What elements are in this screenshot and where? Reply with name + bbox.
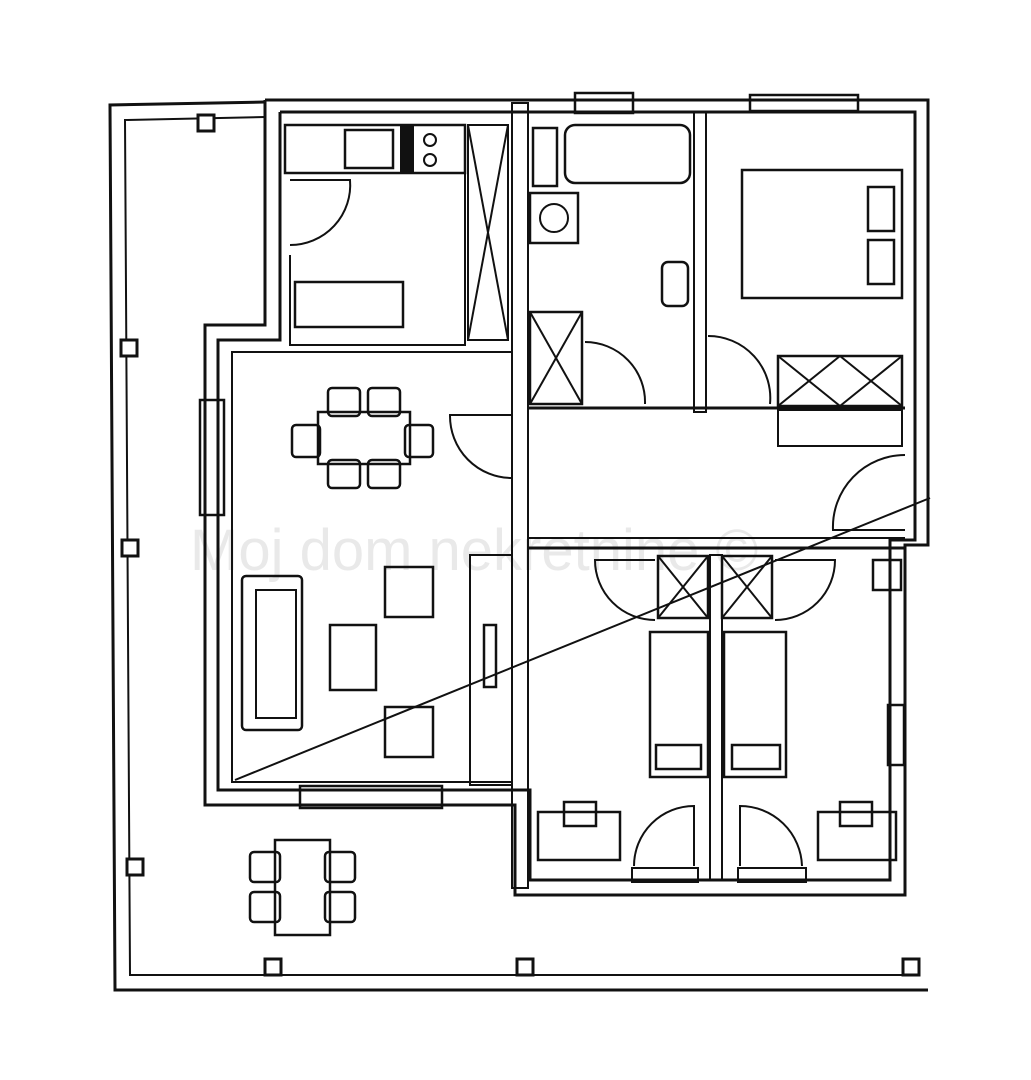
plan-line: [203, 98, 930, 897]
chair: [366, 386, 402, 418]
column: [263, 957, 283, 977]
double-bed: [740, 168, 904, 300]
terrace: [108, 100, 928, 992]
window: [573, 91, 635, 115]
door-swing: [774, 559, 837, 621]
desk-chair: [562, 800, 598, 828]
window: [198, 398, 226, 517]
wardrobe: [720, 554, 774, 620]
desk-chair: [838, 800, 874, 828]
washing-machine: [528, 191, 580, 245]
bathroom: [528, 123, 692, 406]
shower: [528, 310, 584, 406]
plan-line: [657, 555, 709, 619]
pillow: [654, 743, 703, 771]
toilet: [531, 126, 559, 188]
sofa-cushions: [255, 589, 297, 719]
outdoor-table: [273, 838, 332, 937]
hallway: [831, 453, 906, 531]
chair: [326, 458, 362, 490]
desk: [536, 810, 622, 862]
plan-line: [231, 351, 513, 783]
plan-line: [289, 125, 466, 346]
chair: [248, 850, 282, 884]
heater: [871, 558, 903, 592]
plan-line: [511, 102, 529, 889]
desk: [816, 810, 898, 862]
chair: [326, 386, 362, 418]
stove-icon: [400, 126, 414, 172]
plan-line: [467, 124, 509, 341]
door-swing: [584, 341, 647, 405]
plan-line: [539, 203, 569, 233]
dining-table: [316, 410, 412, 466]
entrance-door-swing: [831, 453, 906, 531]
chair: [290, 423, 322, 459]
chair: [248, 890, 282, 924]
interior-walls: [231, 102, 905, 889]
coffee-table: [328, 623, 378, 692]
plan-line: [529, 311, 583, 405]
pillow: [866, 185, 896, 233]
fireplace: [482, 623, 498, 689]
bedroom-2: [536, 554, 903, 883]
door-swing: [593, 559, 656, 621]
terrace-outer-edge: [108, 100, 928, 992]
kitchen-table: [293, 280, 405, 329]
sink: [343, 128, 395, 170]
armchair: [383, 565, 435, 619]
bedroom-1: [707, 168, 904, 447]
door-swing: [633, 804, 695, 867]
armchair: [383, 705, 435, 759]
bathtub: [563, 123, 692, 185]
pillow: [730, 743, 782, 771]
exterior-walls: [198, 91, 930, 897]
chair: [403, 423, 435, 459]
living-dining: [240, 386, 513, 759]
window: [886, 703, 906, 767]
door-swing: [739, 804, 803, 867]
kitchen: [283, 123, 509, 341]
column: [125, 857, 145, 877]
chair: [323, 850, 357, 884]
door-swing: [448, 414, 513, 479]
burner: [423, 133, 437, 147]
column: [119, 338, 139, 358]
plan-line: [693, 111, 707, 413]
sofa: [240, 574, 304, 732]
column: [196, 113, 216, 133]
section-line: [234, 497, 931, 781]
chair: [323, 890, 357, 924]
window: [298, 784, 444, 810]
door-swing: [289, 179, 352, 247]
plan-line: [631, 867, 699, 883]
plan-line: [839, 355, 903, 407]
single-bed: [722, 630, 788, 779]
hall-cabinet: [777, 409, 903, 447]
watermark: Moj dom nekretnine ©: [190, 518, 758, 583]
wardrobe: [776, 354, 904, 408]
column: [120, 538, 140, 558]
single-bed: [648, 630, 710, 779]
chair: [366, 458, 402, 490]
plan-line: [709, 554, 723, 881]
window: [748, 93, 860, 113]
pantry: [467, 124, 509, 341]
plan-line: [216, 110, 917, 882]
column: [515, 957, 535, 977]
column: [901, 957, 921, 977]
plan-line: [777, 355, 841, 407]
plan-line: [737, 867, 807, 883]
burner: [423, 153, 437, 167]
door-swing: [707, 334, 772, 405]
kitchen-counter: [283, 123, 467, 175]
pillow: [866, 238, 896, 286]
sink: [660, 260, 690, 308]
